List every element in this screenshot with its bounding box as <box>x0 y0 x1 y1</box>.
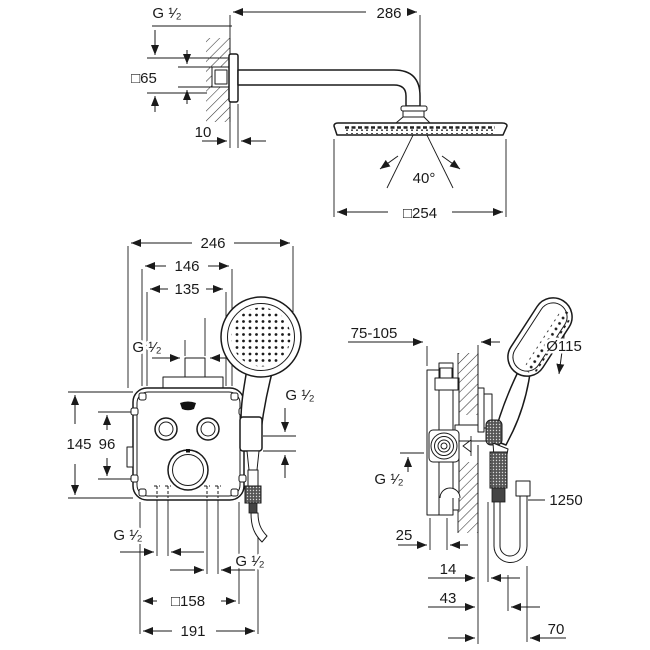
grohe-logo <box>180 401 196 411</box>
dim-offset-43: 43 <box>440 590 457 607</box>
dim-handshower-diameter: Ø115 <box>546 338 582 355</box>
select-button-left[interactable] <box>154 417 178 441</box>
spray-face-side <box>525 310 571 374</box>
hand-shower-front <box>220 296 302 543</box>
head-shower-plate <box>333 122 508 136</box>
hidden-outlet-marks <box>154 485 221 498</box>
pipe-arch <box>439 487 461 499</box>
side-clip <box>126 446 134 468</box>
dim-outlet-thread: G ¹⁄₂ <box>374 471 403 488</box>
dim-supply-thread: G ¹⁄₂ <box>132 339 161 356</box>
dim-plate-width: □158 <box>171 593 205 610</box>
dim-arm-thread: G ¹⁄₂ <box>152 5 181 22</box>
holder-knob-knurled[interactable] <box>485 419 503 446</box>
side-view-dimension-lines <box>348 313 570 644</box>
dim-arm-length: 286 <box>376 5 401 22</box>
side-view: 75-105 Ø115 G ¹⁄₂ 25 1250 14 43 70 <box>348 297 585 644</box>
hand-shower-head-side <box>507 297 573 377</box>
spray-face-dots <box>345 129 495 134</box>
hose-nut-knurled <box>244 485 262 504</box>
hand-shower-holder[interactable] <box>239 416 263 452</box>
top-view-dimension-lines <box>147 7 507 217</box>
select-button-right[interactable] <box>196 417 220 441</box>
holder-escutcheon <box>477 387 485 433</box>
dim-offset-14: 14 <box>440 561 457 578</box>
dim-overall-width: 246 <box>200 235 225 252</box>
hose-cone <box>246 450 260 471</box>
dim-flange-depth: 10 <box>195 124 212 141</box>
dim-flange-size: □65 <box>131 70 157 87</box>
supply-pipe-stub <box>162 357 224 390</box>
wall-section-side <box>457 353 479 533</box>
dim-height-96: 96 <box>99 436 116 453</box>
dim-outlet-right-thread: G ¹⁄₂ <box>235 553 264 570</box>
dim-head-width: □254 <box>403 205 437 222</box>
hand-shower-side <box>477 297 573 563</box>
mixer-plate <box>126 387 247 501</box>
dim-width-135: 135 <box>174 281 199 298</box>
shower-hose <box>493 480 531 563</box>
top-view-head-shower: G ¹⁄₂ 286 □65 10 40° □254 <box>129 3 508 225</box>
hand-shower-spray-face <box>231 307 291 367</box>
dim-install-depth: 75-105 <box>351 325 398 342</box>
dim-hose-length: 1250 <box>549 492 582 509</box>
dim-depth-25: 25 <box>396 527 413 544</box>
dim-width-146: 146 <box>174 258 199 275</box>
flow-direction-marker <box>462 439 472 453</box>
shower-arm <box>211 53 431 124</box>
dim-hose-thread: G ¹⁄₂ <box>285 387 314 404</box>
front-view-mixer: 246 146 135 G ¹⁄₂ 145 96 G ¹⁄₂ G ¹⁄₂ G ¹… <box>64 233 317 643</box>
hose-front <box>250 512 268 543</box>
hose-nut-side <box>489 451 508 489</box>
thermostat-knob[interactable] <box>167 449 209 491</box>
dim-offset-70: 70 <box>548 621 565 638</box>
dim-spray-angle: 40° <box>413 170 436 187</box>
concealed-valve-body <box>426 362 489 516</box>
dim-outlet-left-thread: G ¹⁄₂ <box>113 527 142 544</box>
dim-body-width: 191 <box>180 623 205 640</box>
dim-height-145: 145 <box>66 436 91 453</box>
